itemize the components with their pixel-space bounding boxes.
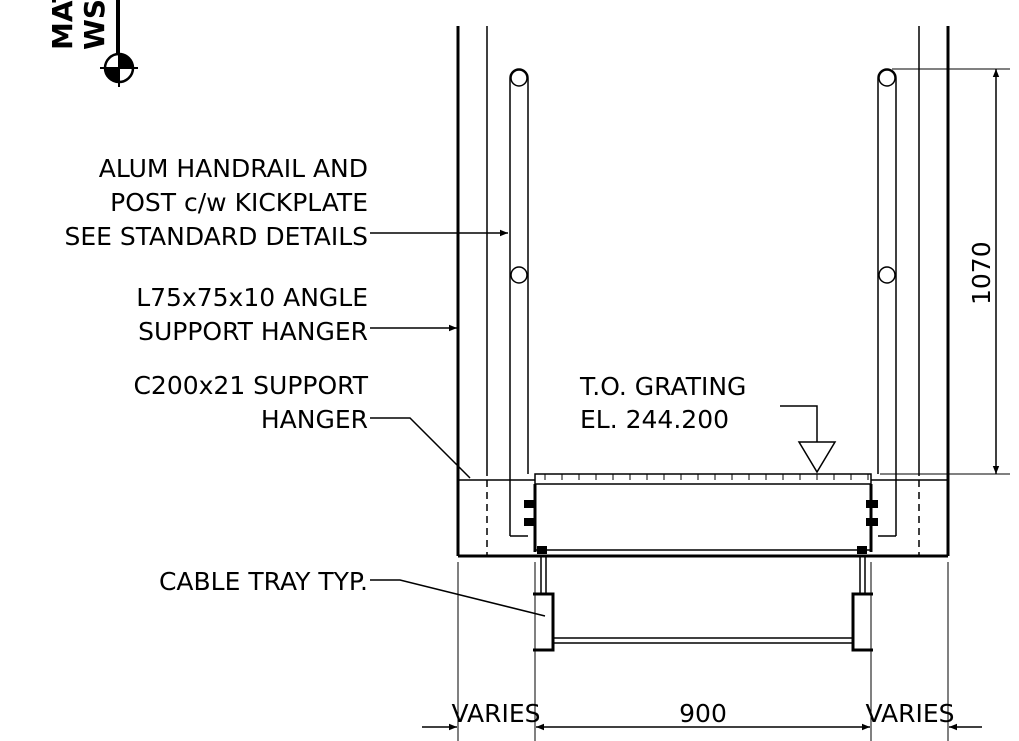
grating-label-line1: T.O. GRATING — [579, 372, 746, 401]
cable-tray — [533, 556, 873, 652]
label-angle-hanger: L75x75x10 ANGLE SUPPORT HANGER — [136, 283, 457, 346]
angle-hanger-label-line2: SUPPORT HANGER — [138, 317, 368, 346]
corner-label-line1: MAT — [46, 0, 79, 50]
dimension-height-label: 1070 — [967, 241, 996, 305]
dimension-right-varies: VARIES — [865, 699, 954, 728]
cable-tray-label: CABLE TRAY TYP. — [159, 567, 368, 596]
handrail-posts — [509, 68, 897, 537]
label-channel-hanger: C200x21 SUPPORT HANGER — [133, 371, 471, 479]
platform-grating — [458, 473, 948, 558]
section-marker: MAT WS- — [46, 0, 138, 87]
handrail-label-line1: ALUM HANDRAIL AND — [99, 154, 368, 183]
handrail-label-line2: POST c/w KICKPLATE — [110, 188, 368, 217]
dimension-width-label: 900 — [679, 699, 727, 728]
corner-label-line2: WS- — [78, 0, 111, 50]
channel-hanger-label-line1: C200x21 SUPPORT — [133, 371, 368, 400]
dimension-width: VARIES 900 VARIES — [422, 562, 982, 741]
channel-hanger-label-line2: HANGER — [261, 405, 368, 434]
grating-label-line2: EL. 244.200 — [580, 405, 729, 434]
angle-support-hangers — [456, 26, 950, 556]
dimension-left-varies: VARIES — [451, 699, 540, 728]
label-handrail: ALUM HANDRAIL AND POST c/w KICKPLATE SEE… — [64, 154, 508, 251]
handrail-label-line3: SEE STANDARD DETAILS — [64, 222, 368, 251]
dimension-height: 1070 — [880, 68, 1010, 475]
angle-hanger-label-line1: L75x75x10 ANGLE — [136, 283, 368, 312]
label-grating-elevation: T.O. GRATING EL. 244.200 — [579, 372, 837, 474]
elevation-marker-icon — [797, 441, 837, 474]
label-cable-tray: CABLE TRAY TYP. — [159, 567, 546, 617]
